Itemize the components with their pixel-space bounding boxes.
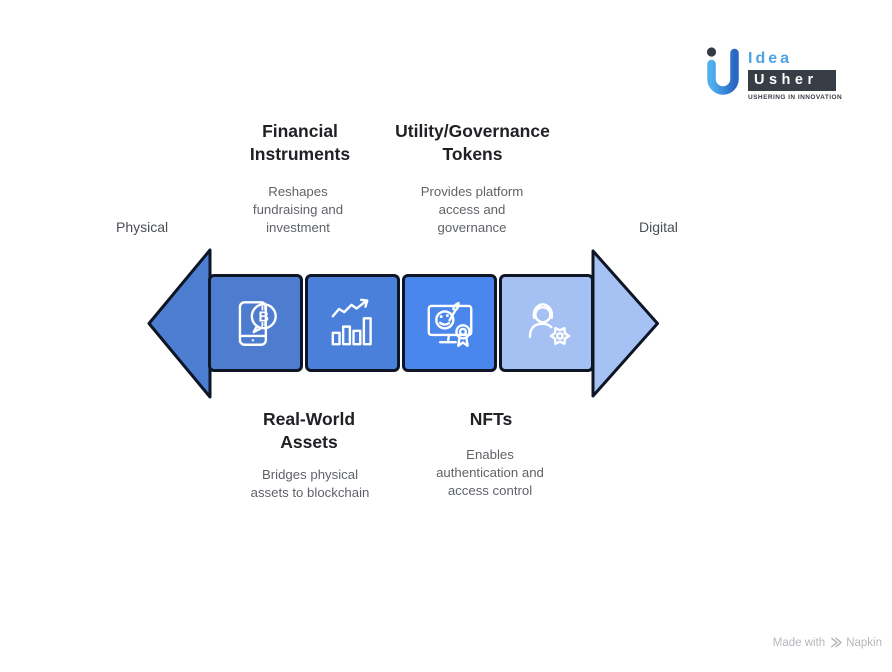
made-with-napkin-credit[interactable]: Made with Napkin <box>773 636 882 649</box>
phone-bitcoin-icon: B <box>238 301 277 346</box>
napkin-logo-icon <box>831 637 843 648</box>
logo-idea-text: Idea <box>748 50 793 67</box>
left-arrowhead <box>147 248 212 399</box>
segment-utility-governance-tokens <box>402 274 497 372</box>
segment-real-world-assets: B <box>208 274 303 372</box>
logo-text-block: Idea Usher USHERING IN INNOVATION <box>748 50 842 101</box>
idea-usher-logo: Idea Usher USHERING IN INNOVATION <box>704 45 842 101</box>
segment-financial-instruments <box>305 274 400 372</box>
desc-utility-governance-tokens: Provides platform access and governance <box>420 184 524 235</box>
title-real-world-assets: Real-World Assets <box>262 409 356 452</box>
title-nfts: NFTs <box>469 409 513 429</box>
desc-nfts: Enables authentication and access contro… <box>436 447 544 498</box>
title-utility-governance-tokens: Utility/Governance Tokens <box>395 121 550 164</box>
segment-nfts <box>499 274 594 372</box>
spectrum-label-physical: Physical <box>116 219 169 235</box>
logo-usher-text: Usher <box>748 70 836 91</box>
spectrum-label-digital: Digital <box>639 219 678 235</box>
svg-text:B: B <box>258 310 268 326</box>
credit-brand: Napkin <box>846 636 882 649</box>
user-gear-icon <box>528 303 570 346</box>
desc-financial-instruments: Reshapes fundraising and investment <box>252 184 344 235</box>
bar-chart-growth-icon <box>331 298 372 346</box>
title-financial-instruments: Financial Instruments <box>249 121 351 164</box>
idea-usher-logo-mark-icon <box>706 47 739 95</box>
monitor-certificate-icon <box>427 301 472 347</box>
desc-real-world-assets: Bridges physical assets to blockchain <box>250 467 370 500</box>
logo-tagline: USHERING IN INNOVATION <box>748 94 843 101</box>
right-arrowhead <box>591 249 659 398</box>
credit-prefix: Made with <box>772 636 826 649</box>
